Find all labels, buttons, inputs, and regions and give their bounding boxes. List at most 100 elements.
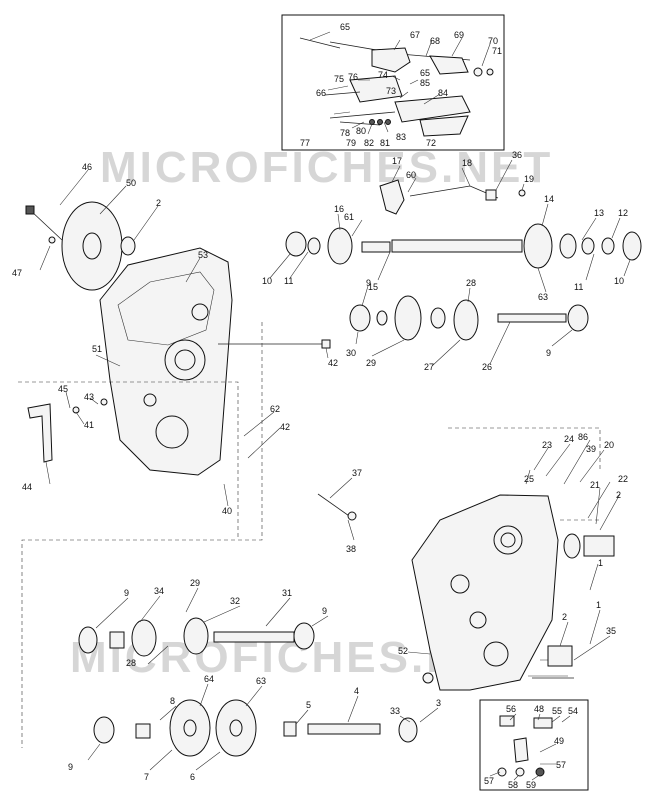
callout: 37 — [352, 468, 362, 478]
callout: 1 — [598, 558, 603, 568]
callout: 74 — [378, 70, 388, 80]
callout: 1 — [596, 600, 601, 610]
callout-labels: 65 67 68 69 70 71 66 75 76 74 65 85 73 8… — [12, 22, 628, 790]
callout: 46 — [82, 162, 92, 172]
callout: 51 — [92, 344, 102, 354]
callout: 15 — [368, 282, 378, 292]
callout: 33 — [390, 706, 400, 716]
callout: 4 — [354, 686, 359, 696]
callout: 53 — [198, 250, 208, 260]
callout: 7 — [144, 772, 149, 782]
lower-shaft-row-1 — [78, 617, 315, 657]
callout: 13 — [594, 208, 604, 218]
callout: 70 — [488, 36, 498, 46]
callout: 75 — [334, 74, 344, 84]
callout: 23 — [542, 440, 552, 450]
callout: 42 — [280, 422, 290, 432]
callout: 24 — [564, 434, 574, 444]
callout: 19 — [524, 174, 534, 184]
middle-shaft-row — [21, 295, 589, 748]
callout: 8 — [170, 696, 175, 706]
callout: 65 — [340, 22, 350, 32]
left-case-half — [99, 247, 233, 476]
callout: 57 — [484, 776, 494, 786]
callout: 36 — [512, 150, 522, 160]
callout: 6 — [190, 772, 195, 782]
bracket-assembly — [18, 381, 239, 540]
drive-disc — [25, 201, 136, 291]
callout: 57 — [556, 760, 566, 770]
callout: 9 — [366, 278, 371, 288]
callout: 72 — [426, 138, 436, 148]
callout: 63 — [538, 292, 548, 302]
inset-lower-assembly — [479, 699, 589, 791]
callout: 58 — [508, 780, 518, 790]
callout: 39 — [586, 444, 596, 454]
callout: 80 — [356, 126, 366, 136]
inset-shift-linkage — [281, 14, 505, 151]
leader-lines — [39, 31, 631, 781]
callout: 81 — [380, 138, 390, 148]
callout: 68 — [430, 36, 440, 46]
callout: 76 — [348, 72, 358, 82]
callout: 84 — [438, 88, 448, 98]
upper-shaft-row — [285, 179, 642, 269]
right-case-half — [317, 427, 615, 691]
inset-frame-bottom — [479, 699, 589, 791]
callout: 22 — [618, 474, 628, 484]
callout: 3 — [436, 698, 441, 708]
callout: 64 — [204, 674, 214, 684]
callout: 66 — [316, 88, 326, 98]
callout: 14 — [544, 194, 554, 204]
callout: 18 — [462, 158, 472, 168]
watermark-top: MICROFICHES.NET — [100, 143, 553, 192]
callout: 55 — [552, 706, 562, 716]
callout: 63 — [256, 676, 266, 686]
callout: 50 — [126, 178, 136, 188]
callout: 30 — [346, 348, 356, 358]
callout: 21 — [590, 480, 600, 490]
callout: 82 — [364, 138, 374, 148]
callout: 9 — [546, 348, 551, 358]
callout: 69 — [454, 30, 464, 40]
callout: 29 — [366, 358, 376, 368]
callout: 26 — [482, 362, 492, 372]
callout: 9 — [68, 762, 73, 772]
callout: 20 — [604, 440, 614, 450]
callout: 5 — [306, 700, 311, 710]
callout: 10 — [614, 276, 624, 286]
callout: 41 — [84, 420, 94, 430]
callout: 65 — [420, 68, 430, 78]
callout: 35 — [606, 626, 616, 636]
callout: 40 — [222, 506, 232, 516]
callout: 11 — [284, 276, 293, 286]
callout: 31 — [282, 588, 292, 598]
callout: 28 — [126, 658, 136, 668]
callout: 25 — [524, 474, 534, 484]
callout: 42 — [328, 358, 338, 368]
callout: 2 — [562, 612, 567, 622]
callout: 38 — [346, 544, 356, 554]
callout: 52 — [398, 646, 408, 656]
callout: 44 — [22, 482, 32, 492]
callout: 54 — [568, 706, 578, 716]
callout: 79 — [346, 138, 356, 148]
callout: 56 — [506, 704, 516, 714]
callout: 9 — [322, 606, 327, 616]
callout: 11 — [574, 282, 583, 292]
callout: 34 — [154, 586, 164, 596]
callout: 10 — [262, 276, 272, 286]
callout: 2 — [156, 198, 161, 208]
callout: 47 — [12, 268, 22, 278]
callout: 43 — [84, 392, 94, 402]
callout: 78 — [340, 128, 350, 138]
callout: 60 — [406, 170, 416, 180]
callout: 77 — [300, 138, 310, 148]
lower-shaft-row-2 — [93, 672, 434, 757]
callout: 45 — [58, 384, 68, 394]
callout: 49 — [554, 736, 564, 746]
callout: 12 — [618, 208, 628, 218]
callout: 86 — [578, 432, 588, 442]
callout: 2 — [616, 490, 621, 500]
callout: 85 — [420, 78, 430, 88]
